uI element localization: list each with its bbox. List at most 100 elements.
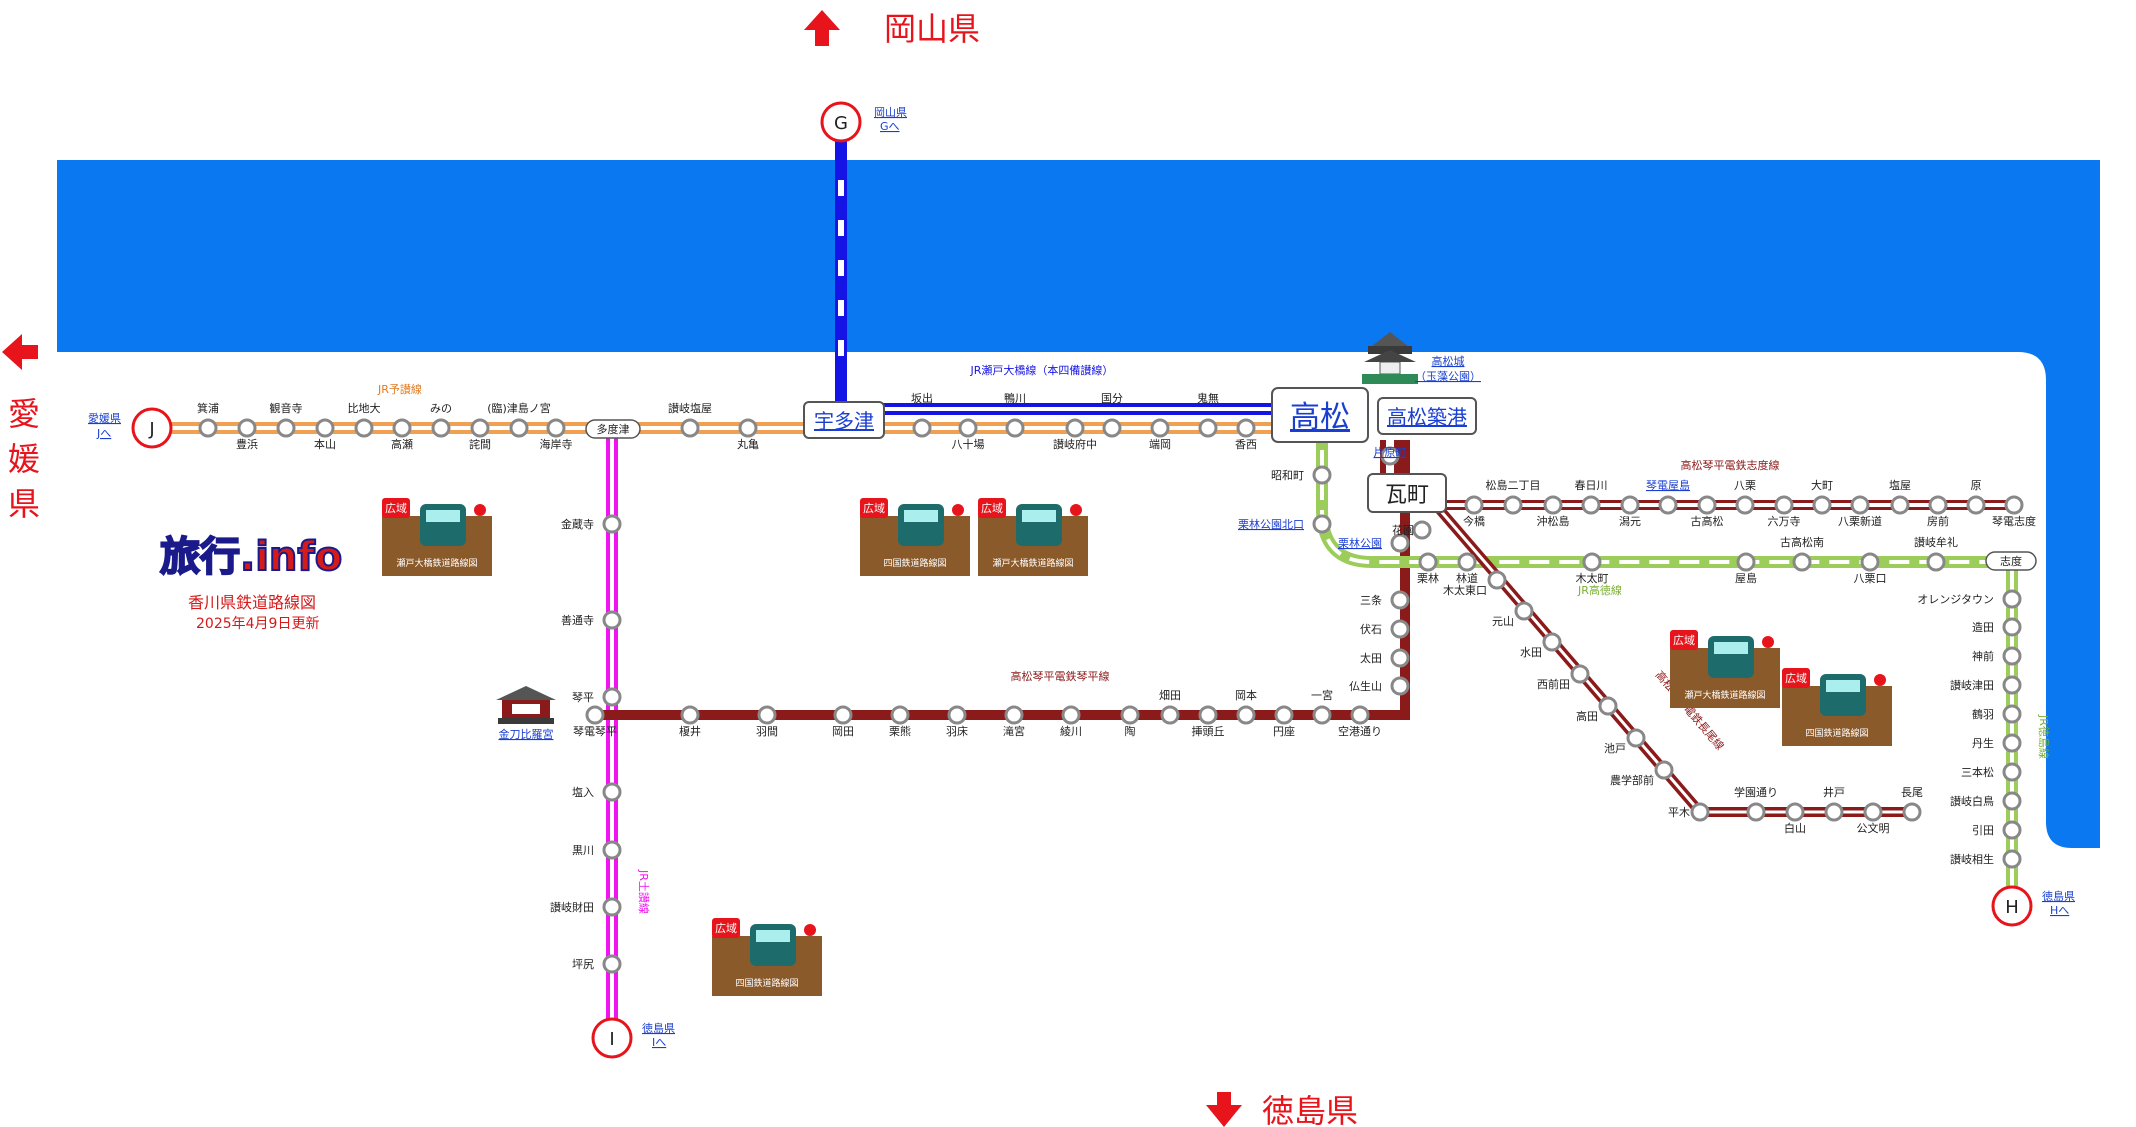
station-node[interactable] [958,418,978,438]
terminal-i[interactable]: I 徳島県 Iへ [591,1017,675,1059]
station-kotohira-13[interactable]: 一宮 [1311,688,1333,725]
station-kotohira-16[interactable]: 太田 [1360,648,1410,668]
station-node[interactable] [1312,465,1332,485]
station-node[interactable] [680,705,700,725]
station-label[interactable]: 栗林公園 [1338,536,1382,550]
station-shido-5[interactable]: 琴電屋島 [1646,478,1690,515]
station-seto-4[interactable]: 国分 [1101,392,1123,438]
station-yosan_w-6[interactable]: みの [430,402,452,438]
station-dosan-2[interactable]: 琴平 [572,687,622,707]
station-dosan-1[interactable]: 善通寺 [561,610,622,630]
station-node[interactable] [1102,418,1122,438]
station-kotohira-0[interactable]: 琴電琴平 [573,705,617,738]
station-node[interactable] [1654,760,1674,780]
station-node[interactable] [1350,705,1370,725]
station-node[interactable] [1690,802,1710,822]
station-kotohira-9[interactable]: 畑田 [1159,689,1181,725]
station-shido-4[interactable]: 潟元 [1619,495,1641,528]
station-shido[interactable]: 志度 [1985,551,2037,571]
badge-shikoku-map-1[interactable]: 広域 四国鉄道路線図 [860,498,970,576]
station-seto-2[interactable]: 鴨川 [1004,391,1026,438]
station-node[interactable] [1160,705,1180,725]
terminal-j-pref-link[interactable]: 愛媛県 [88,411,121,425]
station-node[interactable] [1464,495,1484,515]
station-node[interactable] [354,418,374,438]
station-node[interactable] [546,418,566,438]
station-label[interactable]: 栗林公園北口 [1238,517,1304,531]
station-yosan_w-9[interactable]: 海岸寺 [540,418,573,451]
station-kotohira-3[interactable]: 岡田 [832,705,854,738]
station-node[interactable] [602,687,622,707]
station-nagao-11[interactable]: 公文明 [1857,802,1890,835]
station-shido-0[interactable]: 今橋 [1463,495,1485,528]
station-nagao-4[interactable]: 高田 [1576,696,1618,723]
station-node[interactable] [1487,570,1507,590]
station-node[interactable] [1735,495,1755,515]
station-node[interactable] [1928,495,1948,515]
station-label[interactable]: 琴電屋島 [1646,478,1690,492]
station-nagao-10[interactable]: 井戸 [1823,785,1845,822]
station-node[interactable] [1792,552,1812,572]
terminal-h[interactable]: H 徳島県 Hへ [1991,885,2075,927]
station-node[interactable] [1514,601,1534,621]
station-kotohira-7[interactable]: 綾川 [1060,705,1082,738]
station-node[interactable] [1812,495,1832,515]
station-tokushima_line-6[interactable]: 三本松 [1961,762,2022,782]
station-shido-9[interactable]: 大町 [1811,478,1833,515]
station-seto-6[interactable]: 鬼無 [1197,391,1219,438]
terminal-j[interactable]: J 愛媛県 Jへ [88,407,173,449]
station-node[interactable] [1626,728,1646,748]
station-node[interactable] [1658,495,1678,515]
station-kotohira-21[interactable]: 花園 [1392,520,1432,540]
station-yosan_e-0[interactable]: 讃岐塩屋 [668,401,712,438]
station-kotohira-23[interactable]: 昭和町 [1271,465,1332,485]
station-node[interactable] [1582,552,1602,572]
station-shido-7[interactable]: 八栗 [1734,479,1756,515]
station-yosan_w-3[interactable]: 本山 [314,418,336,451]
station-node[interactable] [1966,495,1986,515]
station-node[interactable] [1150,418,1170,438]
terminal-g-pref-link[interactable]: 岡山県 [874,106,907,119]
station-kotohira-4[interactable]: 栗熊 [889,705,911,738]
station-node[interactable] [198,418,218,438]
station-node[interactable] [2002,675,2022,695]
station-takamatsu[interactable]: 高松 [1271,387,1369,443]
station-yosan_w-1[interactable]: 豊浜 [236,418,258,451]
station-node[interactable] [509,418,529,438]
station-node[interactable] [470,418,490,438]
station-node[interactable] [1312,514,1332,534]
station-node[interactable] [1890,495,1910,515]
station-kotoku-0[interactable]: 林道 [1456,552,1478,585]
station-utazu[interactable]: 宇多津 [803,401,885,439]
station-node[interactable] [1581,495,1601,515]
station-node[interactable] [585,705,605,725]
station-kotohira-10[interactable]: 挿頭丘 [1192,705,1225,738]
station-node[interactable] [1542,632,1562,652]
station-node[interactable] [2004,495,2024,515]
terminal-i-link[interactable]: Iへ [652,1036,666,1049]
terminal-i-pref-link[interactable]: 徳島県 [642,1021,675,1035]
station-nagao-6[interactable]: 農学部前 [1610,760,1674,787]
station-shido-8[interactable]: 六万寺 [1768,495,1801,528]
station-tadotsu[interactable]: 多度津 [585,419,641,439]
station-tokushima_line-4[interactable]: 鶴羽 [1972,704,2022,724]
station-kotoku-4[interactable]: 八栗口 [1854,552,1887,585]
station-node[interactable] [1198,705,1218,725]
station-yosan_w-2[interactable]: 観音寺 [270,401,303,438]
station-node[interactable] [757,705,777,725]
station-node[interactable] [1598,696,1618,716]
station-node[interactable] [602,782,622,802]
station-node[interactable] [2002,589,2022,609]
station-node[interactable] [2002,733,2022,753]
station-kotohira-2[interactable]: 羽間 [756,705,778,738]
station-tokushima_line-1[interactable]: 造田 [1972,617,2022,637]
station-node[interactable] [1005,418,1025,438]
station-kotohira-12[interactable]: 円座 [1273,705,1295,738]
station-node[interactable] [1065,418,1085,438]
station-shido-1[interactable]: 松島二丁目 [1486,478,1541,515]
station-node[interactable] [392,418,412,438]
station-kotohira-8[interactable]: 陶 [1120,705,1140,738]
station-shido-14[interactable]: 琴電志度 [1992,495,2036,528]
station-nagao-12[interactable]: 長尾 [1901,786,1923,822]
station-node[interactable] [1390,648,1410,668]
